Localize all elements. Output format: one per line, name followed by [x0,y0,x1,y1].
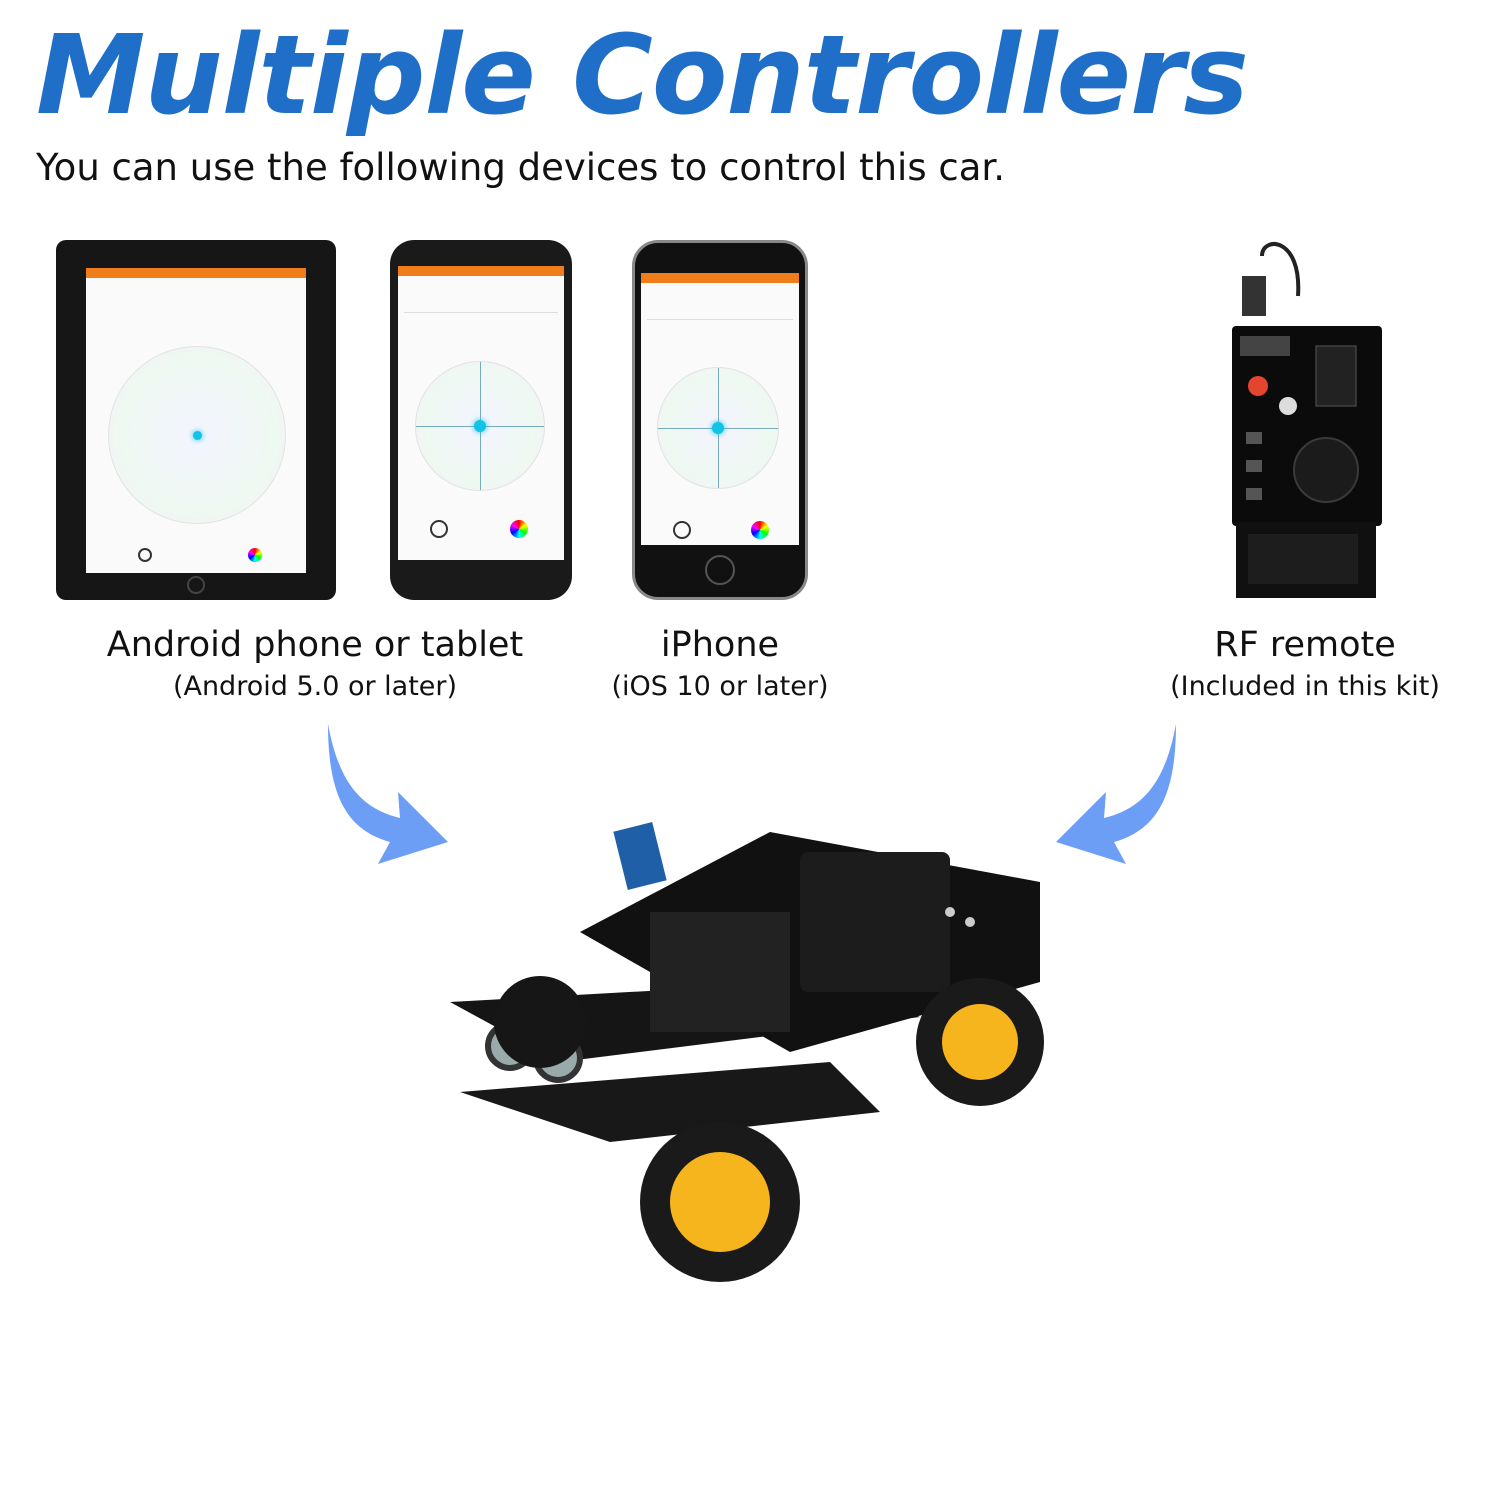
device-note-rf-remote: (Included in this kit) [1170,671,1440,702]
robot-car-icon [450,822,1044,1282]
sound-icon [138,548,152,562]
iphone-app-header [647,289,793,320]
android-screen [398,266,564,560]
color-wheel-icon [510,520,528,538]
iphone-joystick-pad [657,367,779,489]
tablet-joystick-pad [108,346,286,524]
iphone-home-button [705,555,735,585]
curved-arrow-icon [328,724,448,864]
device-name-rf-remote: RF remote [1214,625,1396,665]
sound-icon [673,521,691,539]
joystick-dot [193,431,202,440]
color-wheel-icon [751,521,769,539]
tablet-screen [86,268,306,573]
device-name-android: Android phone or tablet [106,625,524,665]
android-joystick-pad [415,361,545,491]
curved-arrow-icon [1056,724,1176,864]
device-name-iphone: iPhone [660,625,780,665]
joystick-dot [474,420,486,432]
device-note-iphone: (iOS 10 or later) [611,671,829,702]
device-note-android: (Android 5.0 or later) [172,671,458,702]
sound-icon [430,520,448,538]
android-phone-icon [390,240,572,600]
android-app-header [404,282,558,313]
android-status-bar [398,266,564,276]
tablet-icon [56,240,336,600]
tablet-status-bar [86,268,306,278]
iphone-icon [632,240,808,600]
iphone-screen [641,273,799,545]
iphone-status-bar [641,273,799,283]
tablet-home-button [187,576,205,594]
rf-remote-icon [1232,242,1382,598]
page-title: Multiple Controllers [36,11,1249,139]
joystick-dot [712,422,724,434]
color-wheel-icon [248,548,262,562]
page-subtitle: You can use the following devices to con… [36,146,1005,189]
